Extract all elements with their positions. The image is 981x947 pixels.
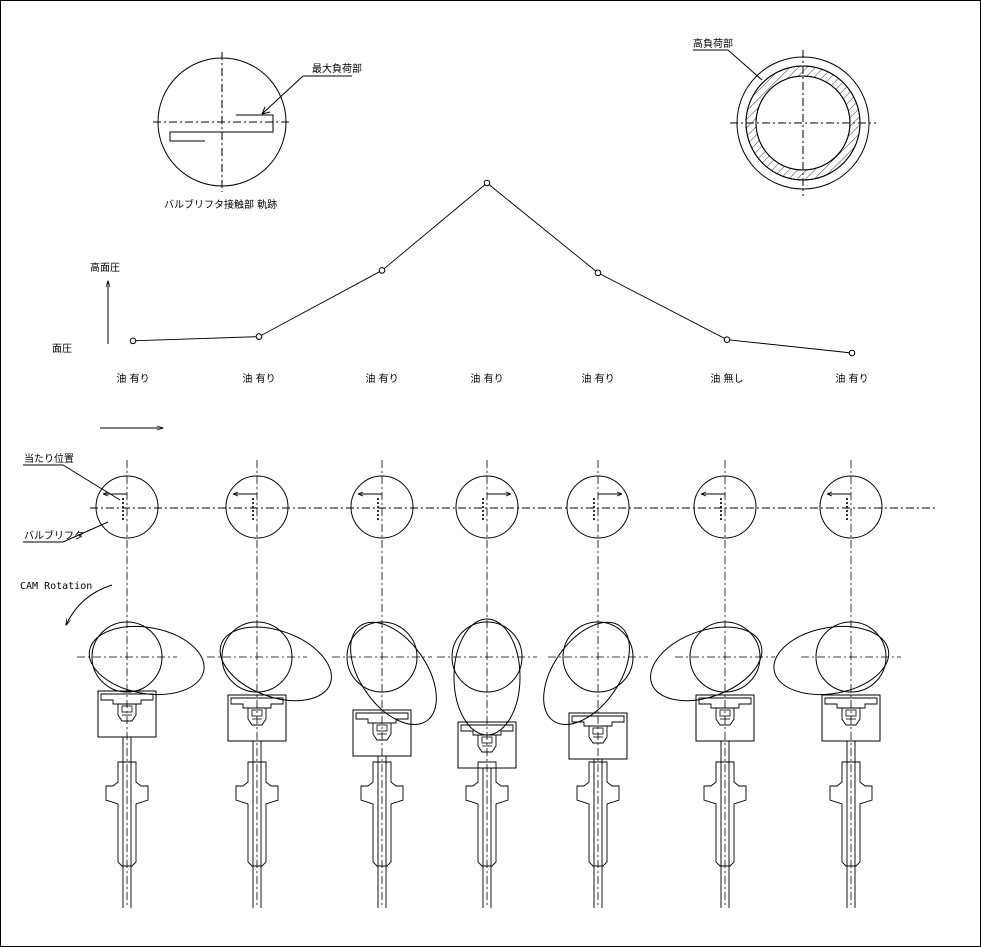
data-point [378,267,386,274]
cam-station [650,460,775,908]
valve-lifter-body [695,694,755,742]
cam-rotation-label: CAM Rotation [20,581,92,592]
oil-condition-labels: 油 有り 油 有り 油 有り 油 有り 油 有り 油 無し 油 有り [116,372,868,385]
y-axis-high-label: 高面圧 [90,261,120,274]
left-leaders [23,464,121,625]
lifter-contact-circle [819,475,883,539]
valve-guide [105,761,149,867]
valve-lifter-body [568,712,628,760]
lifter-contact-circle [225,475,289,539]
valve-lifter-label: バルブリフタ [24,529,84,542]
valve-lifter-body [821,694,881,742]
data-point [129,337,137,345]
oil-condition-label: 油 有り [365,372,398,385]
valve-lifter-body [352,709,412,757]
oil-condition-label: 油 有り [581,372,614,385]
valve-guide [829,761,873,867]
oil-condition-label: 油 有り [116,372,149,385]
valve-guide [235,761,279,867]
cam-station [543,460,648,908]
high-contact-label: 高負荷部 [693,37,733,50]
valve-guide [360,761,404,867]
cam-lobe [350,621,437,726]
high-contact-ring-diagram [693,49,876,196]
cam-stations [77,460,901,908]
lifter-contact-circle [95,475,159,539]
contact-position-label: 当たり位置 [24,452,74,465]
lifter-contact-circle [350,475,414,539]
cam-station [773,460,901,908]
oil-condition-label: 油 無し [710,372,743,385]
cam-lobe [219,626,332,702]
valve-lifter-body [227,694,287,742]
y-axis-low-label: 面圧 [52,344,72,355]
lifter-contact-circle [693,475,757,539]
data-point [255,333,263,340]
valve-guide [703,761,747,867]
lifter-contact-circle [455,475,519,539]
cam-station [77,460,205,908]
max-contact-label: 最大負荷部 [312,62,362,75]
valve-guide [576,761,620,867]
cam-station [332,460,437,908]
cam-lobe [773,625,890,695]
data-point [848,349,856,357]
oil-condition-label: 油 有り [470,372,503,385]
trajectory-diagram [153,52,352,192]
cam-lobe [88,625,205,695]
valve-lifter-body [97,690,157,738]
cam-lobe [543,621,630,726]
cam-lobe [650,626,763,702]
oil-condition-label: 油 有り [835,372,868,385]
cam-station [207,460,332,908]
cam-station [437,460,537,908]
data-point [483,179,491,187]
pressure-points [129,179,856,357]
valve-lifter-body [457,721,517,769]
data-point [723,336,731,343]
oil-condition-label: 油 有り [242,372,275,385]
valve-guide [465,761,509,867]
trajectory-title: バルブリフタ接触部 軌跡 [164,198,277,211]
data-point [594,269,602,277]
lifter-contact-circle [566,475,630,539]
